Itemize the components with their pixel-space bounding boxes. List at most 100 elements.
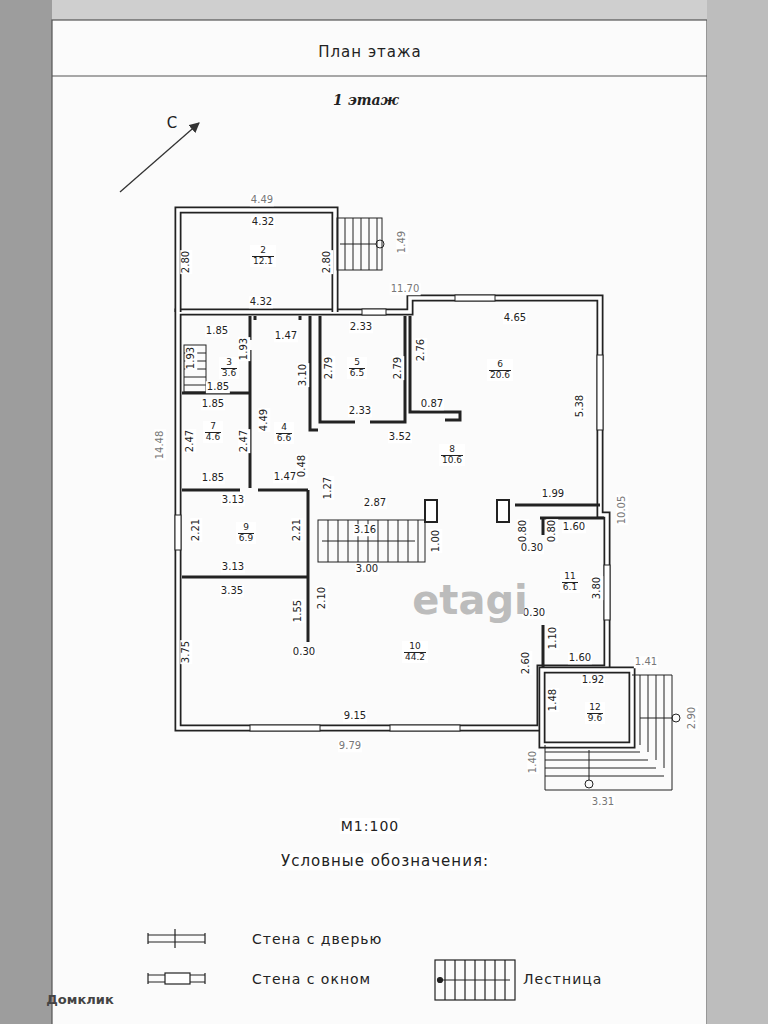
legend-symbols-part <box>435 960 515 1000</box>
scale-note: М1:100 <box>340 818 400 834</box>
stairs-part <box>640 675 664 768</box>
windows-part <box>604 565 610 620</box>
inner-walls-part <box>410 316 460 420</box>
room-number: 6 <box>497 360 503 370</box>
dimension: 2.10 <box>316 586 328 610</box>
pillars <box>425 500 509 522</box>
dimension: 1.93 <box>185 346 197 370</box>
dimension: 3.00 <box>355 563 379 575</box>
stairs <box>184 218 680 790</box>
stairs-part <box>322 541 415 542</box>
room-area: 6.9 <box>238 533 254 544</box>
room-area: 12.1 <box>252 256 274 267</box>
dimension: 1.47 <box>274 330 298 342</box>
inner-walls <box>182 316 604 668</box>
logo-text: Домклик <box>45 993 114 1008</box>
legend-symbols-part <box>165 973 190 984</box>
room-number: 4 <box>281 423 287 433</box>
room-label: 620.6 <box>487 359 513 382</box>
room-area: 3.6 <box>221 368 237 379</box>
stairs-part <box>337 218 382 270</box>
room-label: 116.1 <box>560 571 580 594</box>
room-number: 11 <box>564 572 575 582</box>
room-label: 129.6 <box>585 702 605 725</box>
dimension: 4.49 <box>250 194 274 206</box>
windows-part <box>175 515 181 550</box>
inner-walls-part <box>182 489 308 492</box>
stairs-part <box>318 520 425 562</box>
dimension: 2.21 <box>190 518 202 542</box>
pillars-part <box>497 500 509 522</box>
dimension: 2.33 <box>348 405 372 417</box>
dimension: 2.87 <box>363 497 387 509</box>
dimension: 10.05 <box>616 495 628 526</box>
room-number: 9 <box>243 523 249 533</box>
dimension: 3.31 <box>591 796 615 808</box>
dimension: 3.75 <box>180 640 192 664</box>
inner-walls-part <box>542 518 545 668</box>
pillars-part <box>425 500 437 522</box>
stairs-part <box>640 718 672 719</box>
dimension: 9.15 <box>343 710 367 722</box>
sheet-part <box>0 0 52 1024</box>
inner-walls-part <box>182 576 308 579</box>
dimension: 4.65 <box>503 312 527 324</box>
dimension: 1.48 <box>547 688 559 712</box>
dimension: 2.80 <box>180 250 192 274</box>
stairs-part <box>585 780 593 788</box>
stairs-part <box>545 675 672 790</box>
outer-walls-part <box>178 298 607 728</box>
stairs-part <box>589 750 590 780</box>
room-number: 8 <box>449 445 455 455</box>
room-number: 12 <box>589 703 600 713</box>
legend-symbols-part <box>440 979 510 980</box>
dimension: 0.80 <box>546 519 558 543</box>
dimension: 14.48 <box>154 430 166 461</box>
legend-symbols <box>148 929 515 1000</box>
room-label: 1044.2 <box>402 641 428 664</box>
dimension: 0.87 <box>420 398 444 410</box>
dimension: 1.99 <box>541 488 565 500</box>
north-arrow <box>120 123 199 192</box>
dimension: 3.10 <box>297 363 309 387</box>
dimension: 2.79 <box>392 356 404 380</box>
stairs-part <box>340 244 376 245</box>
room-number: 10 <box>409 642 420 652</box>
sheet-part <box>52 75 707 76</box>
room-area: 44.2 <box>404 652 426 663</box>
dimension: 11.70 <box>390 283 421 295</box>
dimension: 1.00 <box>430 529 442 553</box>
watermark: etagi <box>411 577 529 623</box>
dimension: 2.47 <box>238 429 250 453</box>
dimension: 1.55 <box>292 599 304 623</box>
dimension: 0.48 <box>296 454 308 478</box>
dimension: 1.85 <box>201 398 225 410</box>
room-area: 6.5 <box>349 368 365 379</box>
windows-part <box>362 309 386 315</box>
dimension: 4.32 <box>251 216 275 228</box>
north-label: С <box>166 115 178 132</box>
dimension: 1.92 <box>581 674 605 686</box>
sheet-part <box>707 0 768 1024</box>
dimension: 3.13 <box>221 494 245 506</box>
legend-symbols-part <box>148 973 205 984</box>
outer-walls <box>178 210 632 745</box>
outer-walls-part <box>178 210 335 312</box>
room-area: 6.1 <box>562 582 578 593</box>
legend-symbols-part <box>148 933 205 944</box>
legend-symbols-part <box>174 929 175 948</box>
dimension: 0.30 <box>292 646 316 658</box>
room-label: 33.6 <box>219 357 239 380</box>
floor-title: 1 этаж <box>332 92 400 108</box>
inner-walls-part <box>310 316 318 430</box>
room-label: 56.5 <box>347 357 367 380</box>
stairs-part <box>376 240 384 248</box>
legend-text: Стена с окном <box>252 971 371 987</box>
dimension: 1.10 <box>547 626 559 650</box>
room-area: 4.6 <box>205 432 221 443</box>
dimension: 0.80 <box>517 519 529 543</box>
dimension: 4.49 <box>258 408 270 432</box>
dimension: 1.85 <box>205 325 229 337</box>
dimension: 2.60 <box>520 651 532 675</box>
